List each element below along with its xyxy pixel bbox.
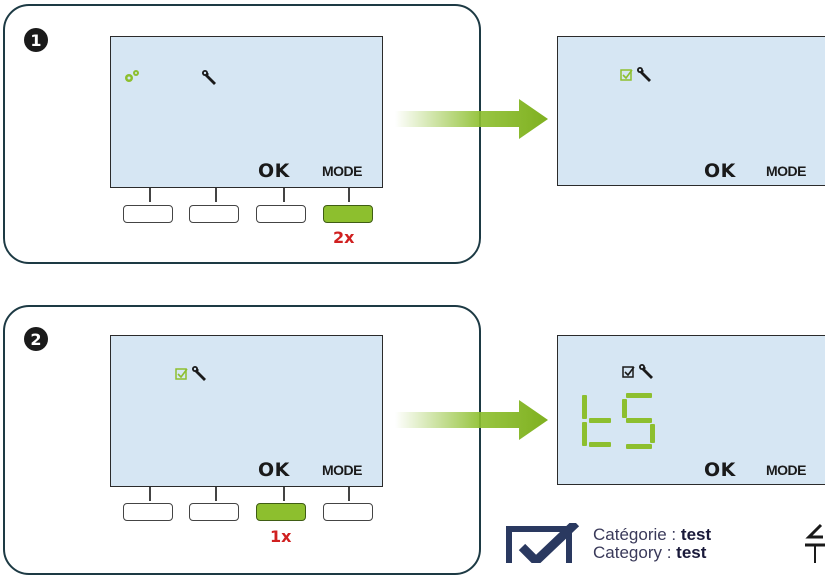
step2-badge: 2	[24, 327, 48, 351]
step2-press-count: 1x	[270, 527, 292, 546]
ok-label: OK	[258, 160, 290, 182]
button-stem	[149, 188, 151, 202]
step1-badge: 1	[24, 28, 48, 52]
button-stem	[283, 487, 285, 501]
category-en-value: test	[676, 543, 707, 562]
step1-screen-right: OK MODE	[557, 36, 825, 186]
wrench-icon	[637, 67, 651, 82]
step2-button-3-ok[interactable]	[256, 503, 306, 521]
step2-button-2[interactable]	[189, 503, 239, 521]
step2-arrow-icon	[395, 400, 548, 440]
checkbox-icon	[175, 368, 188, 380]
wrench-icon	[192, 366, 206, 381]
button-stem	[149, 487, 151, 501]
step1-press-count: 2x	[333, 228, 355, 247]
ok-label: OK	[704, 160, 736, 182]
step1-button-4-mode[interactable]	[323, 205, 373, 223]
button-stem	[215, 188, 217, 202]
step1-arrow-icon	[395, 99, 548, 139]
step1-button-3[interactable]	[256, 205, 306, 223]
button-stem	[348, 487, 350, 501]
mode-label: MODE	[766, 462, 807, 478]
mode-label: MODE	[322, 163, 363, 179]
step2-screen-left: OK MODE	[110, 335, 383, 487]
step2-screen-right: OK MODE	[557, 335, 825, 485]
ok-label: OK	[258, 459, 290, 481]
segment-display-t5-icon	[582, 393, 655, 449]
checkbox-icon	[622, 366, 635, 378]
button-stem	[215, 487, 217, 501]
category-en-label: Category :	[593, 543, 672, 562]
wrench-icon	[639, 364, 653, 379]
category-fr-value: test	[680, 525, 712, 544]
gear-icon	[125, 70, 139, 82]
category-en: Category : test	[593, 544, 706, 561]
step1-button-2[interactable]	[189, 205, 239, 223]
checkbox-icon	[620, 69, 633, 81]
button-stem	[348, 188, 350, 202]
step2-button-1[interactable]	[123, 503, 173, 521]
wrench-icon	[202, 70, 216, 85]
category-fr-label: Catégorie :	[593, 525, 677, 544]
category-check-icon	[506, 523, 580, 563]
mode-label: MODE	[322, 462, 363, 478]
ok-label: OK	[704, 459, 736, 481]
mode-label: MODE	[766, 163, 807, 179]
button-stem	[283, 188, 285, 202]
step2-button-4[interactable]	[323, 503, 373, 521]
step1-screen-left: OK MODE	[110, 36, 383, 188]
step1-button-1[interactable]	[123, 205, 173, 223]
category-fr: Catégorie : test	[593, 526, 711, 543]
partial-logo-icon	[805, 523, 825, 563]
